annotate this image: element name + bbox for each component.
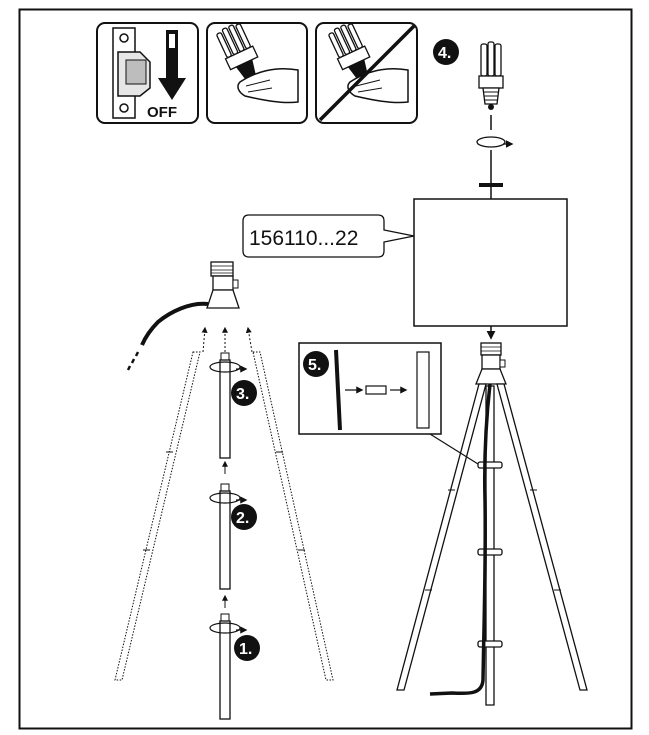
step-5-badge: 5.	[303, 351, 329, 377]
cable-clip-1	[477, 461, 503, 469]
panel-do-not-touch-hot	[315, 22, 418, 124]
panel-let-bulb-cool	[206, 22, 308, 124]
cable-clip-2	[477, 548, 503, 556]
off-label: OFF	[147, 104, 177, 121]
outer-leg-left	[114, 351, 201, 681]
step-4-badge: 4.	[433, 39, 459, 65]
lamp-shade	[413, 198, 568, 327]
power-cable	[140, 301, 209, 346]
panel-power-off: OFF	[96, 22, 199, 124]
assembled-lamp-holder	[475, 342, 507, 385]
page-frame	[18, 8, 633, 730]
rotate-bulb-arrow-icon	[476, 136, 514, 148]
assembled-power-cable	[429, 383, 492, 696]
lamp-holder	[206, 261, 240, 309]
step-2-badge: 2.	[231, 504, 257, 530]
exploded-tripod: 3. 2. 1.	[114, 261, 334, 720]
step-3-badge: 3.	[231, 380, 257, 406]
svg-text:2.: 2.	[236, 510, 249, 527]
outer-leg-right	[252, 351, 334, 681]
center-leg-top	[209, 352, 248, 459]
part-number: 156110...22	[249, 227, 358, 250]
center-leg-middle	[209, 483, 248, 590]
svg-text:1.: 1.	[239, 641, 252, 658]
shade-ring	[479, 183, 503, 187]
center-leg-bottom	[209, 613, 248, 720]
part-number-callout: 156110...22	[242, 214, 415, 258]
step-1-badge: 1.	[234, 635, 260, 661]
energy-saving-bulb-icon	[478, 41, 504, 110]
svg-text:5.: 5.	[308, 357, 321, 374]
cable-clip-3	[477, 640, 503, 648]
svg-text:3.: 3.	[236, 386, 249, 403]
cable-clip-detail: 5.	[298, 342, 479, 465]
assembled-leg-right	[496, 383, 588, 691]
assembled-tripod	[396, 342, 588, 706]
assembled-leg-left	[396, 383, 487, 691]
svg-text:4.: 4.	[438, 45, 451, 62]
